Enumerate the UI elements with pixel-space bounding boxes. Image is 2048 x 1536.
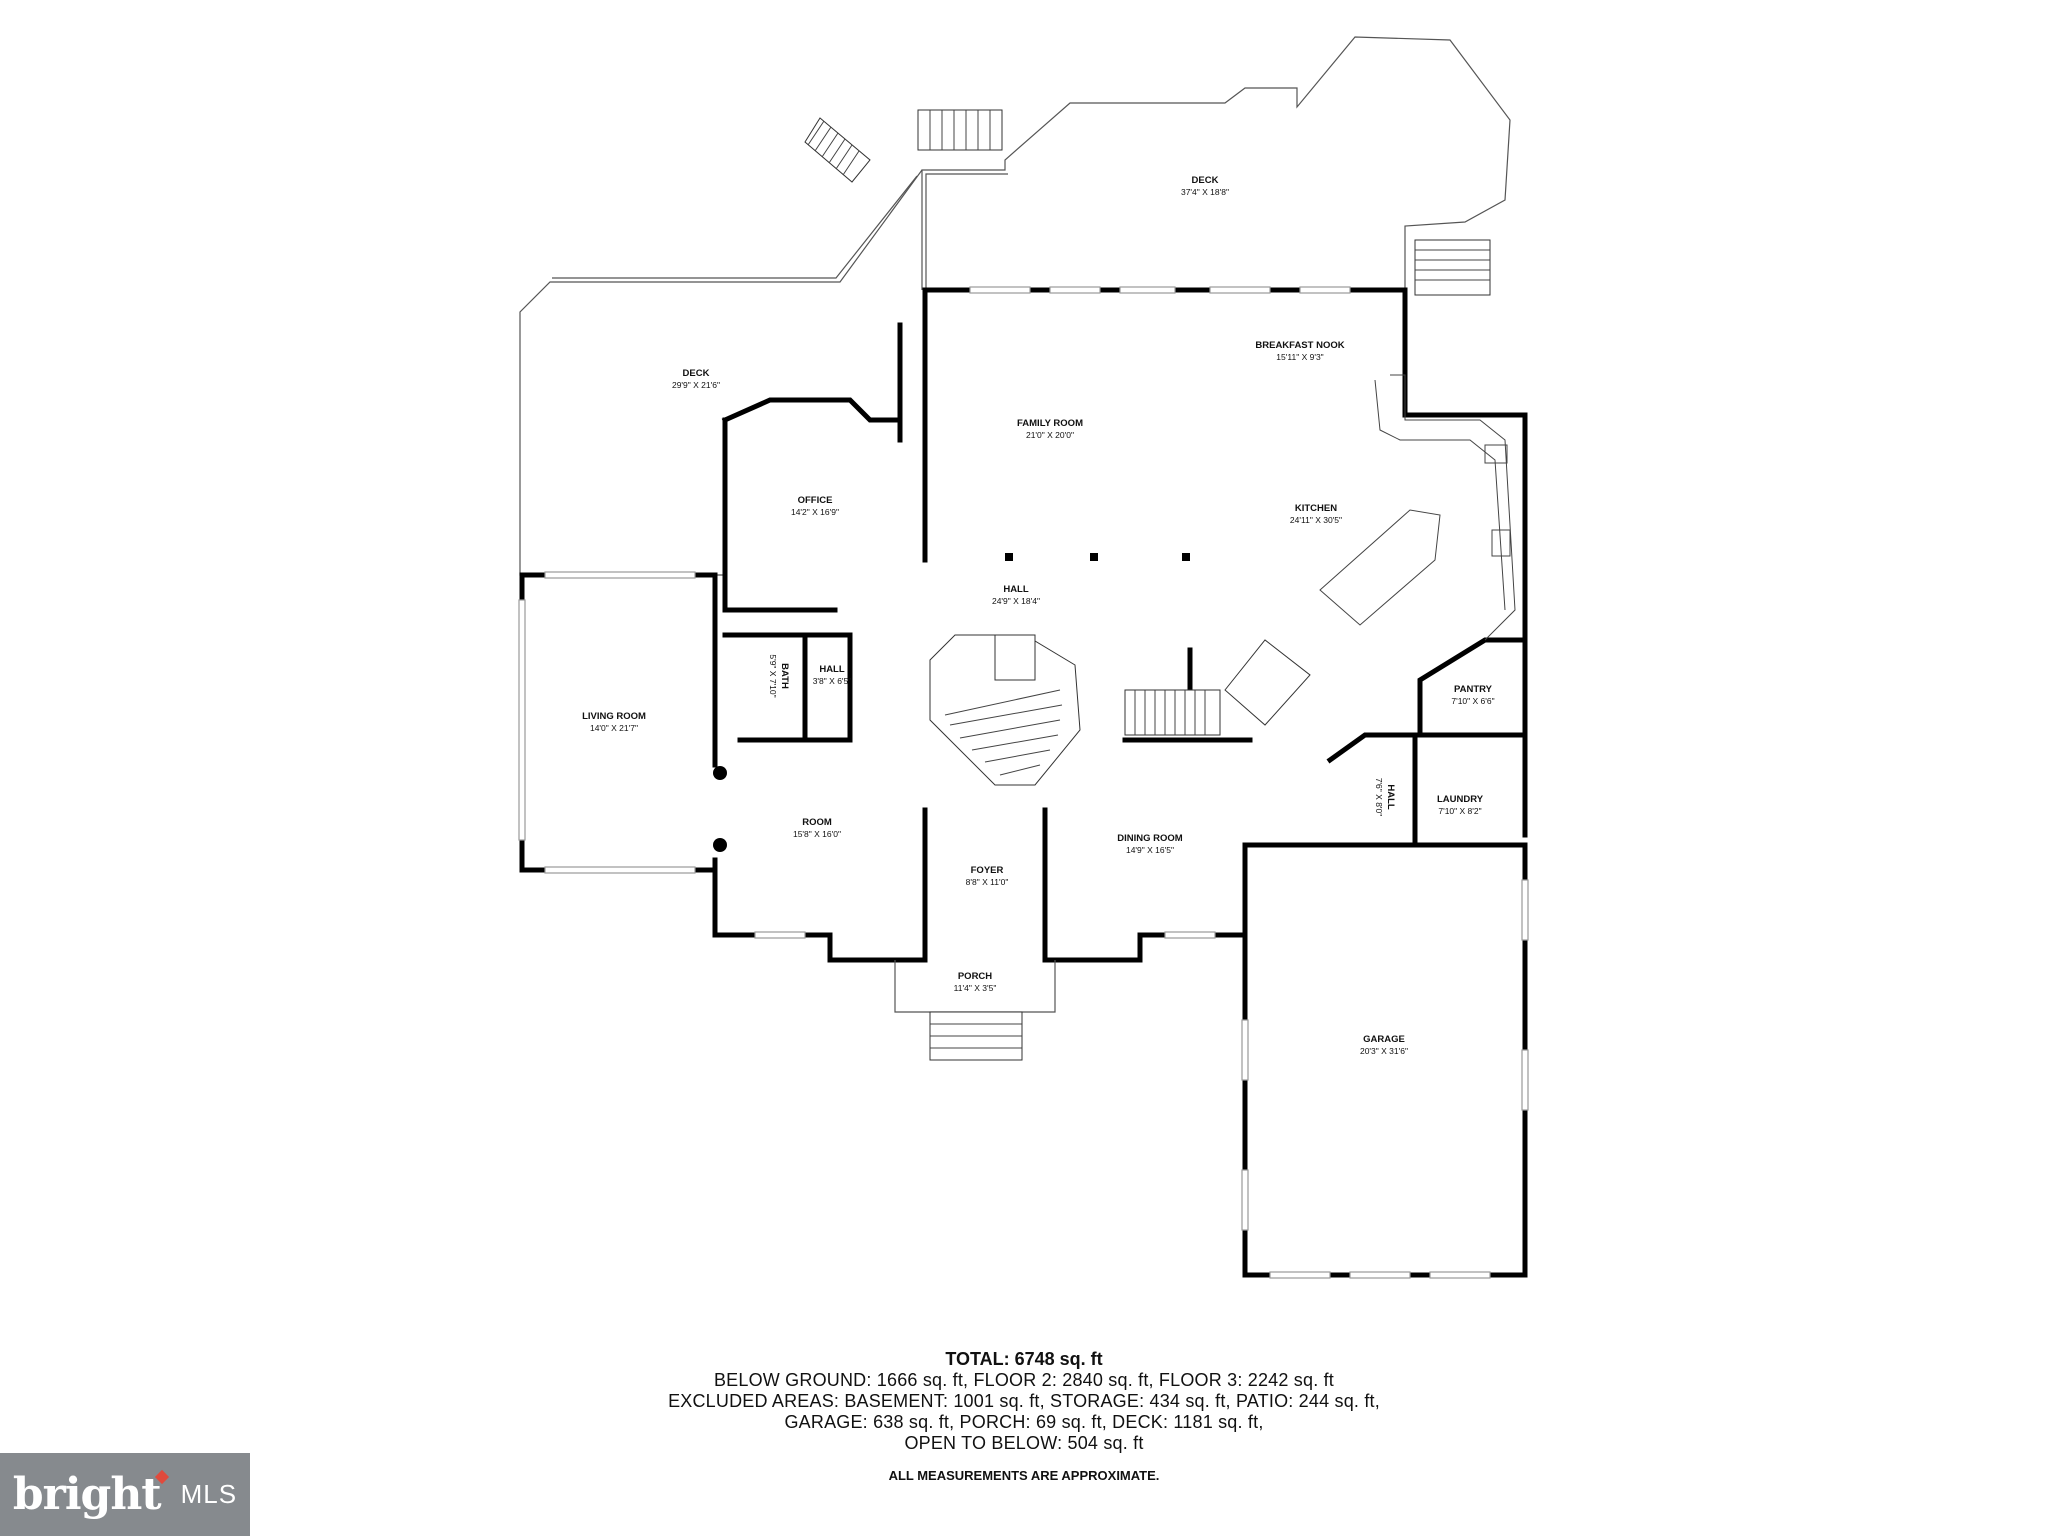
label-pantry-dim: 7'10" X 6'6": [1451, 696, 1494, 706]
label-kitchen-dim: 24'11" X 30'5": [1290, 515, 1342, 525]
label-office-dim: 14'2" X 16'9": [791, 507, 839, 517]
logo-brand: bright: [12, 1469, 162, 1520]
center-staircase: [929, 634, 1311, 786]
label-foyer-dim: 8'8" X 11'0": [966, 877, 1009, 887]
summary-line-2: EXCLUDED AREAS: BASEMENT: 1001 sq. ft, S…: [668, 1391, 1380, 1411]
label-room-name: ROOM: [802, 817, 832, 828]
label-hall-small-dim: 3'8" X 6'5": [813, 676, 852, 686]
label-family-room-name: FAMILY ROOM: [1017, 418, 1083, 429]
label-foyer-name: FOYER: [971, 865, 1004, 876]
label-bath-dim: 5'9" X 7'10": [768, 654, 778, 697]
label-garage-dim: 20'3" X 31'6": [1360, 1046, 1408, 1056]
deck-stairs-right: [1414, 239, 1491, 296]
label-laundry-name: LAUNDRY: [1437, 794, 1484, 805]
label-bath-name: BATH: [779, 663, 790, 689]
porch-outline: [894, 960, 1056, 1061]
deck-stairs-left: [804, 109, 1003, 183]
label-office-name: OFFICE: [798, 495, 833, 506]
summary-line-3: GARAGE: 638 sq. ft, PORCH: 69 sq. ft, DE…: [784, 1412, 1264, 1432]
windows: [518, 286, 1529, 1279]
label-dining-room-dim: 14'9" X 16'5": [1126, 845, 1174, 855]
summary-line-4: OPEN TO BELOW: 504 sq. ft: [904, 1433, 1144, 1453]
label-porch-name: PORCH: [958, 971, 992, 982]
label-garage-name: GARAGE: [1363, 1034, 1405, 1045]
label-laundry-dim: 7'10" X 8'2": [1438, 806, 1481, 816]
disclaimer: ALL MEASUREMENTS ARE APPROXIMATE.: [888, 1468, 1160, 1483]
room-labels: DECK 37'4" X 18'8" DECK 29'9" X 21'6" BR…: [582, 175, 1495, 1056]
label-deck-top-name: DECK: [1192, 175, 1219, 186]
label-dining-room-name: DINING ROOM: [1117, 833, 1183, 844]
label-breakfast-nook-dim: 15'11" X 9'3": [1276, 352, 1323, 362]
columns: [713, 553, 1190, 852]
logo-suffix: MLS: [180, 1479, 238, 1509]
label-room-dim: 15'8" X 16'0": [793, 829, 841, 839]
label-family-room-dim: 21'0" X 20'0": [1026, 430, 1074, 440]
label-living-room-name: LIVING ROOM: [582, 711, 646, 722]
label-hall-main-dim: 24'9" X 18'4": [992, 596, 1040, 606]
label-porch-dim: 11'4" X 3'5": [954, 983, 997, 993]
summary-line-1: BELOW GROUND: 1666 sq. ft, FLOOR 2: 2840…: [713, 1370, 1335, 1390]
label-hall-main-name: HALL: [1003, 584, 1029, 595]
label-living-room-dim: 14'0" X 21'7": [590, 723, 638, 733]
label-breakfast-nook-name: BREAKFAST NOOK: [1255, 340, 1344, 351]
label-deck-top-dim: 37'4" X 18'8": [1181, 187, 1229, 197]
total-area: TOTAL: 6748 sq. ft: [945, 1349, 1103, 1369]
label-deck-left-name: DECK: [683, 368, 710, 379]
bright-mls-logo: bright MLS: [0, 1453, 250, 1536]
area-summary: TOTAL: 6748 sq. ft BELOW GROUND: 1666 sq…: [0, 1348, 2048, 1483]
label-hall-right-name: HALL: [1385, 784, 1396, 810]
label-kitchen-name: KITCHEN: [1295, 503, 1337, 514]
label-pantry-name: PANTRY: [1454, 684, 1493, 695]
kitchen-fixtures: [1319, 374, 1516, 641]
label-hall-small-name: HALL: [819, 664, 845, 675]
label-deck-left-dim: 29'9" X 21'6": [672, 380, 720, 390]
deck-outlines: [519, 36, 1511, 576]
label-hall-right-dim: 7'6" X 8'0": [1374, 778, 1384, 817]
